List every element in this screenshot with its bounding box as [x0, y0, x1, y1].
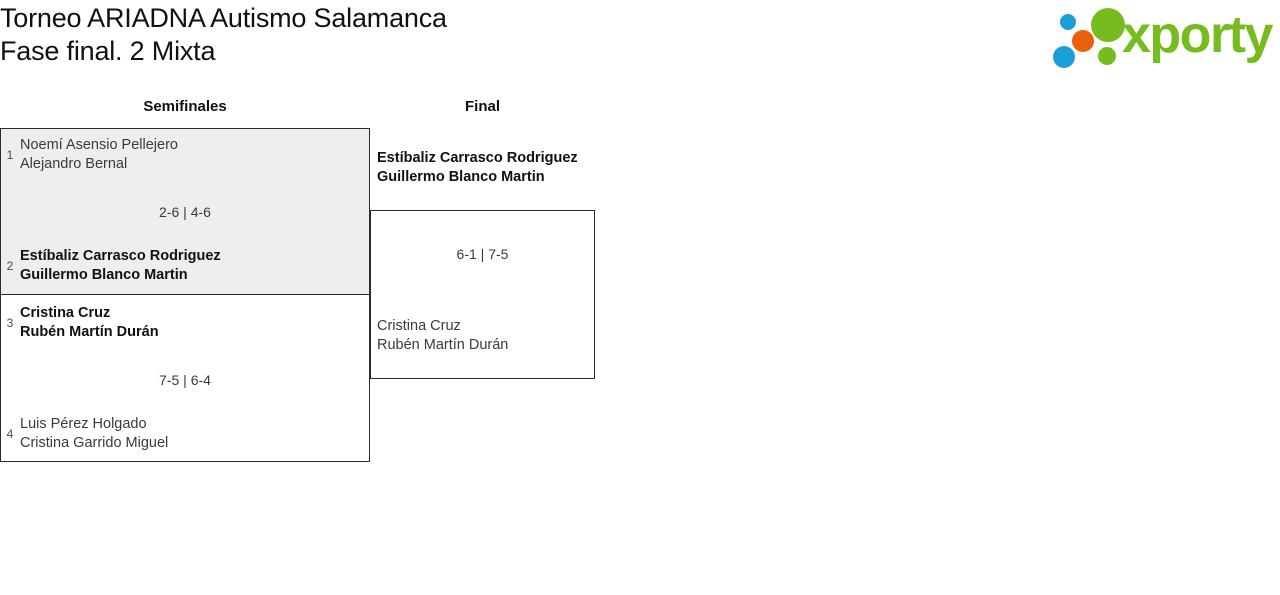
match-box-semifinal-2[interactable]	[0, 294, 370, 462]
competitor-final-top[interactable]: Estíbaliz Carrasco Rodriguez Guillermo B…	[370, 149, 595, 187]
score-semifinal-2: 7-5 | 6-4	[159, 372, 211, 388]
competitor-semifinal-2-bottom[interactable]: 4 Luis Pérez Holgado Cristina Garrido Mi…	[0, 415, 370, 453]
team-names: Cristina Cruz Rubén Martín Durán	[20, 305, 159, 340]
seed-number: 3	[6, 316, 14, 330]
team-names: Estíbaliz Carrasco Rodriguez Guillermo B…	[20, 248, 221, 283]
team-names: Estíbaliz Carrasco Rodriguez Guillermo B…	[377, 150, 578, 185]
team-names: Luis Pérez Holgado Cristina Garrido Migu…	[20, 416, 169, 451]
logo-dot-green-small-icon	[1098, 47, 1116, 65]
competitor-semifinal-1-top[interactable]: 1 Noemí Asensio Pellejero Alejandro Bern…	[0, 136, 370, 174]
logo-dot-green-large-icon	[1091, 8, 1125, 42]
logo-dot-blue-top-icon	[1060, 14, 1076, 30]
seed-number: 1	[6, 148, 14, 162]
score-final: 6-1 | 7-5	[456, 246, 509, 262]
match-box-final[interactable]	[370, 210, 595, 379]
logo-dot-orange-icon	[1072, 30, 1094, 52]
score-semifinal-1: 2-6 | 4-6	[159, 204, 211, 220]
page-title: Torneo ARIADNA Autismo Salamanca Fase fi…	[0, 3, 447, 66]
team-names: Cristina Cruz Rubén Martín Durán	[377, 318, 509, 353]
logo-dot-blue-bottom-icon	[1053, 46, 1075, 68]
xporty-logo[interactable]: xporty	[1050, 6, 1278, 68]
match-box-semifinal-1[interactable]	[0, 128, 370, 295]
logo-dots-icon	[1050, 8, 1130, 68]
team-names: Noemí Asensio Pellejero Alejandro Bernal	[20, 137, 178, 172]
round-header-semifinales: Semifinales	[143, 98, 227, 115]
logo-wordmark: xporty	[1122, 6, 1273, 64]
seed-number: 2	[6, 259, 14, 273]
competitor-final-bottom[interactable]: Cristina Cruz Rubén Martín Durán	[370, 317, 595, 355]
competitor-semifinal-1-bottom[interactable]: 2 Estíbaliz Carrasco Rodriguez Guillermo…	[0, 247, 370, 285]
competitor-semifinal-2-top[interactable]: 3 Cristina Cruz Rubén Martín Durán	[0, 304, 370, 342]
seed-number: 4	[6, 427, 14, 441]
round-header-final: Final	[464, 98, 500, 115]
